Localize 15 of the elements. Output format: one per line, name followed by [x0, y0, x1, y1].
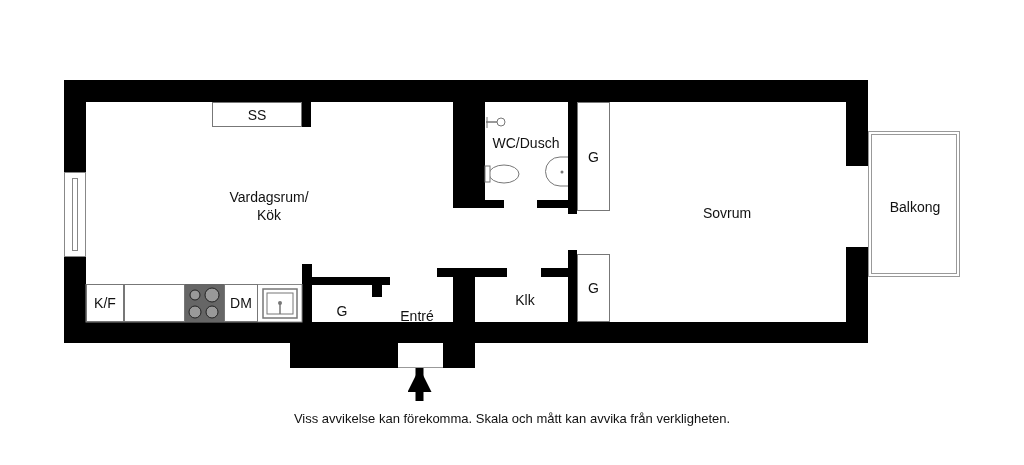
- cabinet-box: K/F: [86, 284, 124, 322]
- cabinet-box: SS: [212, 102, 302, 127]
- room-label: Vardagsrum/ Kök: [228, 188, 310, 224]
- wardrobe-box: G: [577, 254, 610, 322]
- room-label: WC/Dusch: [492, 134, 560, 152]
- room-label: G: [336, 302, 348, 320]
- appliance-box: DM: [224, 284, 258, 322]
- wardrobe-box: G: [577, 102, 610, 211]
- disclaimer-note: Viss avvikelse kan förekomma. Skala och mått kan avvika från verkligheten.: [292, 411, 732, 426]
- room-label: Entré: [400, 307, 434, 325]
- room-label: Balkong: [889, 198, 941, 216]
- room-label: Sovrum: [702, 204, 752, 222]
- balcony-outline: [868, 131, 960, 277]
- room-label: Klk: [515, 291, 535, 309]
- counter-box: [124, 284, 185, 322]
